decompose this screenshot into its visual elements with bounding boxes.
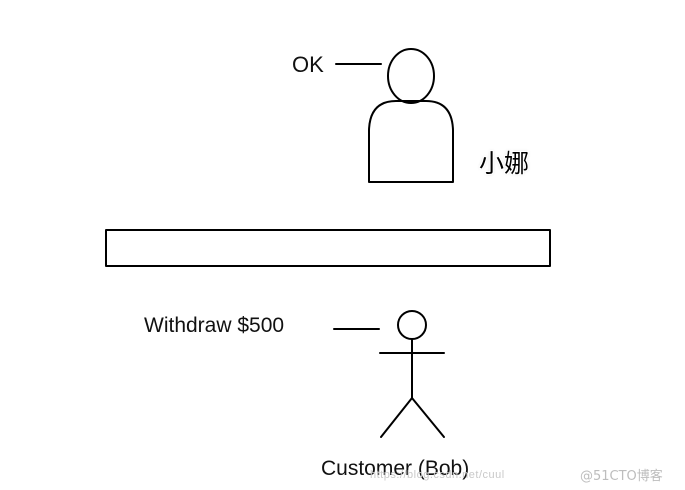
watermark-url: https://blog.csdn.net/cuul [370,469,505,481]
customer-left-leg [380,397,413,438]
bank-counter [105,229,551,267]
customer-right-leg [411,397,445,438]
customer-name-label: Customer (Bob) [321,457,470,480]
customer-head [397,310,427,340]
customer-figure [379,310,445,438]
ok-label: OK [292,52,324,77]
watermark-brand: @51CTO博客 [580,469,663,484]
clerk-body [368,100,454,183]
clerk-head [387,48,435,104]
withdraw-request-label: Withdraw $500 [144,314,285,337]
clerk-figure [368,48,454,183]
clerk-name-label: 小娜 [479,149,530,178]
